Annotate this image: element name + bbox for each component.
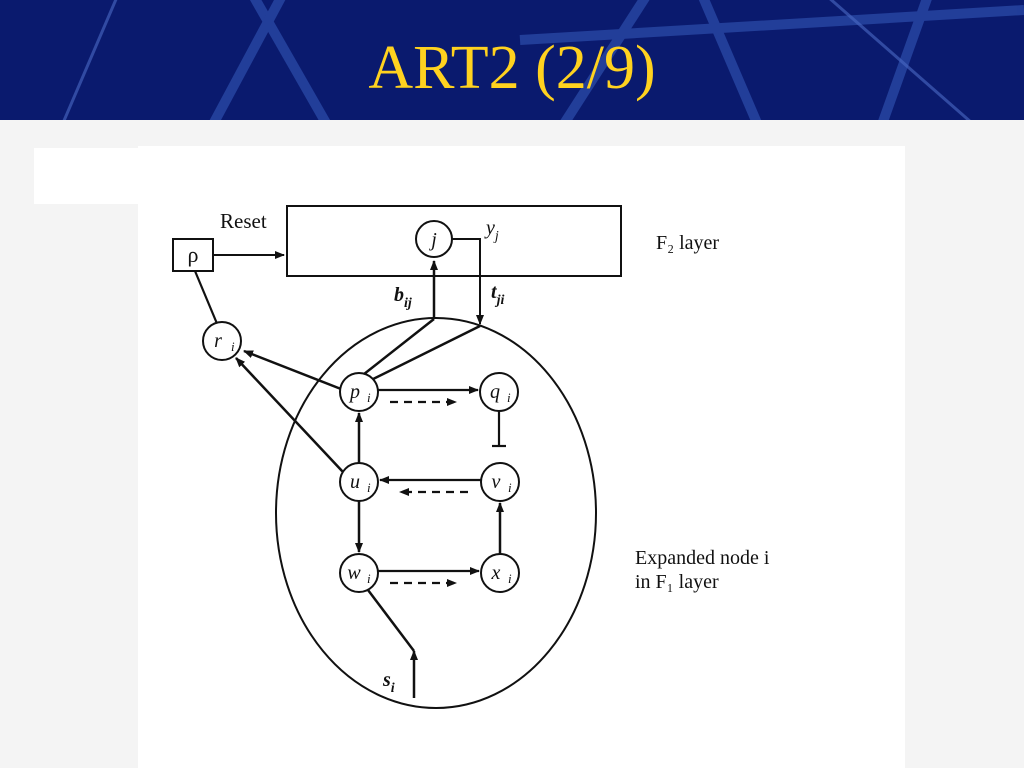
svg-text:i: i: [367, 390, 371, 405]
node-q: q i: [479, 372, 519, 412]
svg-text:i: i: [231, 339, 235, 354]
svg-text:j: j: [428, 229, 437, 251]
rho-r-line: [193, 270, 220, 327]
reset-label: Reset: [220, 209, 267, 233]
node-v: v i: [480, 462, 520, 502]
p-to-r-arrow: [243, 349, 342, 391]
node-p: p i: [339, 372, 379, 412]
svg-text:r: r: [214, 330, 222, 352]
slide-title: ART2 (2/9): [368, 34, 656, 102]
svg-text:i: i: [508, 480, 512, 495]
rho-node: ρ: [172, 238, 214, 272]
tji-arrow: [452, 238, 484, 325]
svg-text:i: i: [367, 480, 371, 495]
u-to-r-arrow: [235, 357, 344, 473]
f1-label-line2: in F₁ layer: [635, 571, 719, 593]
signal-t: tji: [491, 281, 504, 308]
svg-text:v: v: [492, 471, 501, 493]
signal-y: yj: [484, 217, 499, 244]
svg-text:i: i: [507, 390, 511, 405]
svg-text:p: p: [348, 381, 360, 403]
art2-diagram: Reset ρ F₂ layer j yj bij tji r: [138, 146, 905, 768]
f2-layer-box: [286, 205, 622, 277]
white-strip: [34, 148, 144, 204]
tji-to-p-line: [358, 324, 481, 388]
si-to-w-line: [367, 589, 415, 652]
node-w: w i: [339, 553, 379, 593]
node-j: j: [415, 220, 453, 258]
f2-layer-label: F₂ layer: [656, 232, 719, 254]
f1-label-line1: Expanded node i: [635, 547, 770, 569]
svg-text:q: q: [490, 381, 500, 403]
svg-text:w: w: [347, 562, 361, 584]
svg-text:ρ: ρ: [188, 242, 199, 267]
slide-header: ART2 (2/9): [0, 0, 1024, 120]
node-x: x i: [480, 553, 520, 593]
svg-text:i: i: [508, 571, 512, 586]
f1-expanded-node: [275, 317, 597, 709]
signal-s: si: [382, 669, 395, 696]
svg-text:u: u: [350, 471, 360, 493]
svg-text:x: x: [491, 562, 501, 584]
header-decoration: [62, 0, 1024, 120]
signal-b: bij: [394, 284, 412, 311]
svg-text:i: i: [367, 571, 371, 586]
node-r: r i: [202, 321, 242, 361]
node-u: u i: [339, 462, 379, 502]
p-to-bij-line: [358, 318, 435, 379]
